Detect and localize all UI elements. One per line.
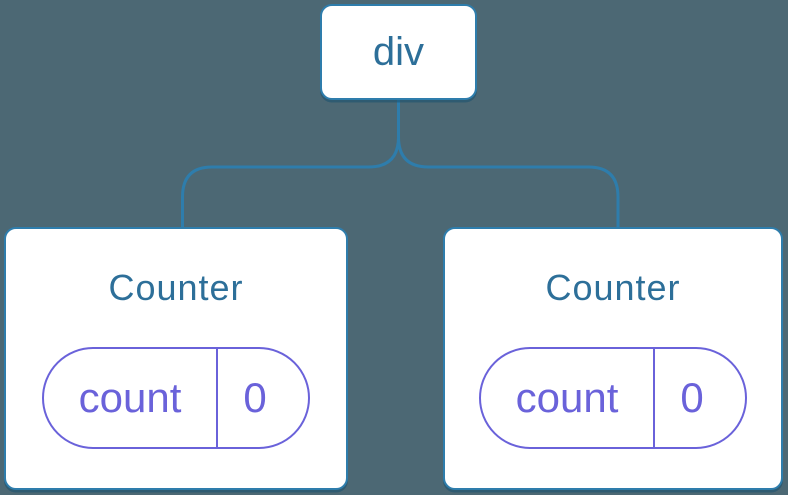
state-pill: count 0 [479, 347, 747, 449]
div-node-label: div [372, 29, 425, 74]
counter-title: Counter [108, 267, 244, 308]
state-key-label: count [515, 374, 619, 421]
tree-node-counter-left: Counter count 0 [4, 227, 348, 490]
state-key-label: count [78, 374, 182, 421]
tree-node-counter-right: Counter count 0 [443, 227, 783, 490]
state-value: 0 [216, 349, 308, 447]
counter-title: Counter [545, 267, 681, 308]
state-pill: count 0 [42, 347, 310, 449]
connector-root-to-right-counter [397, 99, 620, 228]
tree-node-div: div [320, 4, 477, 100]
state-value: 0 [653, 349, 745, 447]
connector-root-to-left-counter [181, 99, 400, 228]
